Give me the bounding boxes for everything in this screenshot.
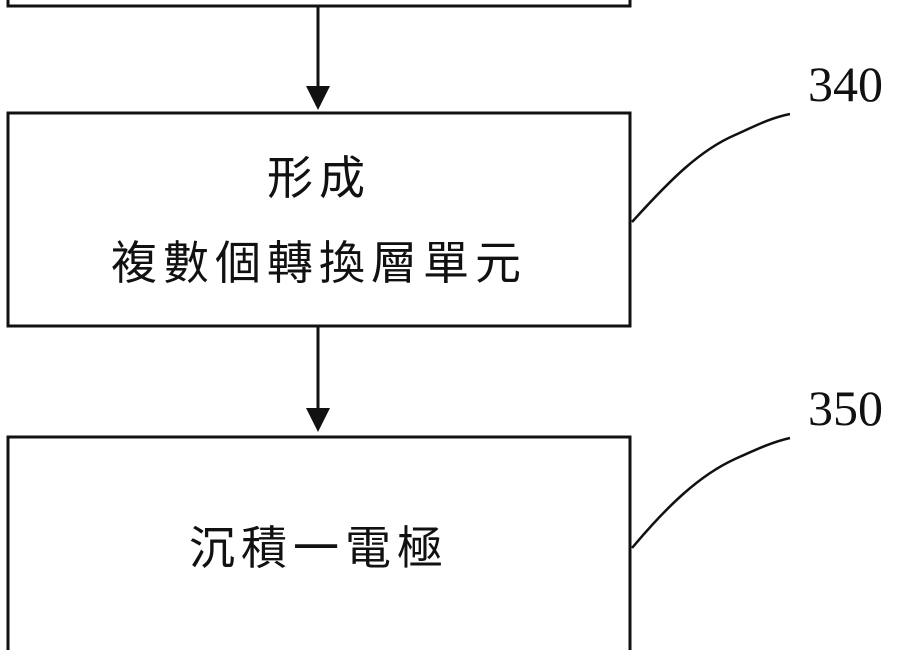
step-box-340 bbox=[6, 111, 632, 328]
leader-line-350 bbox=[631, 436, 791, 549]
step-340-line1: 形成 bbox=[267, 151, 371, 205]
arrowhead-1 bbox=[306, 86, 330, 110]
previous-step-box bbox=[6, 0, 632, 8]
step-box-350 bbox=[6, 435, 632, 650]
leader-line-340 bbox=[631, 112, 791, 223]
arrowhead-2 bbox=[306, 408, 330, 432]
step-350-label: 沉積一電極 bbox=[189, 521, 449, 575]
step-340-line2: 複數個轉換層單元 bbox=[111, 236, 527, 290]
ref-number-350: 350 bbox=[808, 380, 883, 436]
ref-number-340: 340 bbox=[808, 56, 883, 112]
